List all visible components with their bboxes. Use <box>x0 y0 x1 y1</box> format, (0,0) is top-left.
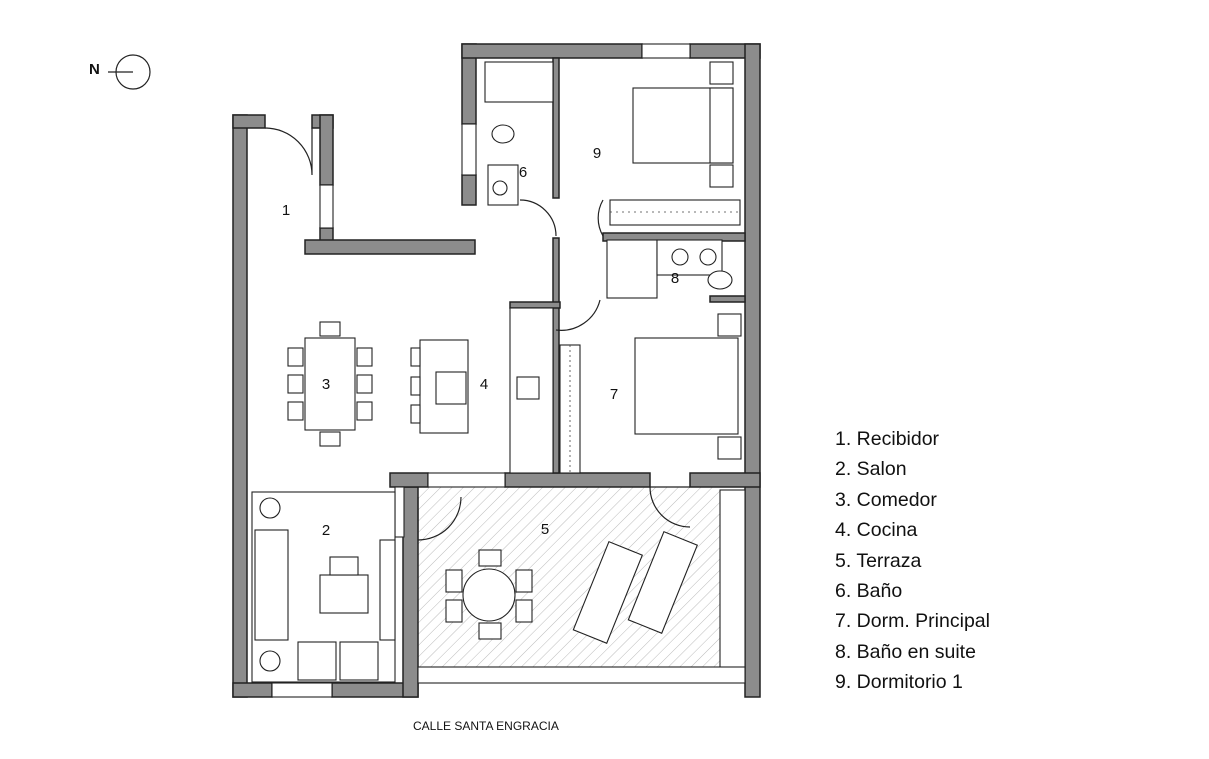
bedroom-1-furniture <box>609 61 741 226</box>
room-label-1: 1 <box>282 202 290 219</box>
room-label-3: 3 <box>322 376 330 393</box>
doors <box>264 127 691 541</box>
legend-item: 9. Dormitorio 1 <box>835 671 963 694</box>
legend-item: 4. Cocina <box>835 519 918 542</box>
terrace-furniture <box>417 489 746 684</box>
legend-item: 5. Terraza <box>835 549 922 572</box>
room-label-6: 6 <box>519 164 527 181</box>
street-label: CALLE SANTA ENGRACIA <box>413 719 559 733</box>
main-bedroom-furniture <box>559 313 742 474</box>
north-compass-icon <box>108 54 151 90</box>
room-label-7: 7 <box>610 386 618 403</box>
kitchen-furniture <box>410 307 554 474</box>
bathroom-fixtures <box>484 61 733 299</box>
living-furniture <box>251 491 396 683</box>
walls <box>232 43 761 698</box>
room-label-9: 9 <box>593 145 601 162</box>
north-label: N <box>89 61 100 78</box>
room-label-4: 4 <box>480 376 488 393</box>
room-label-2: 2 <box>322 522 330 539</box>
room-legend: 1. Recibidor 2. Salon 3. Comedor 4. Coci… <box>835 424 990 698</box>
legend-item: 6. Baño <box>835 580 903 603</box>
legend-item: 8. Baño en suite <box>835 640 976 663</box>
legend-item: 3. Comedor <box>835 488 937 511</box>
windows <box>271 43 691 698</box>
room-label-8: 8 <box>671 270 679 287</box>
room-label-5: 5 <box>541 521 549 538</box>
legend-item: 2. Salon <box>835 458 907 481</box>
legend-item: 1. Recibidor <box>835 428 940 450</box>
dining-table <box>287 321 373 447</box>
legend-item: 7. Dorm. Principal <box>835 610 990 633</box>
